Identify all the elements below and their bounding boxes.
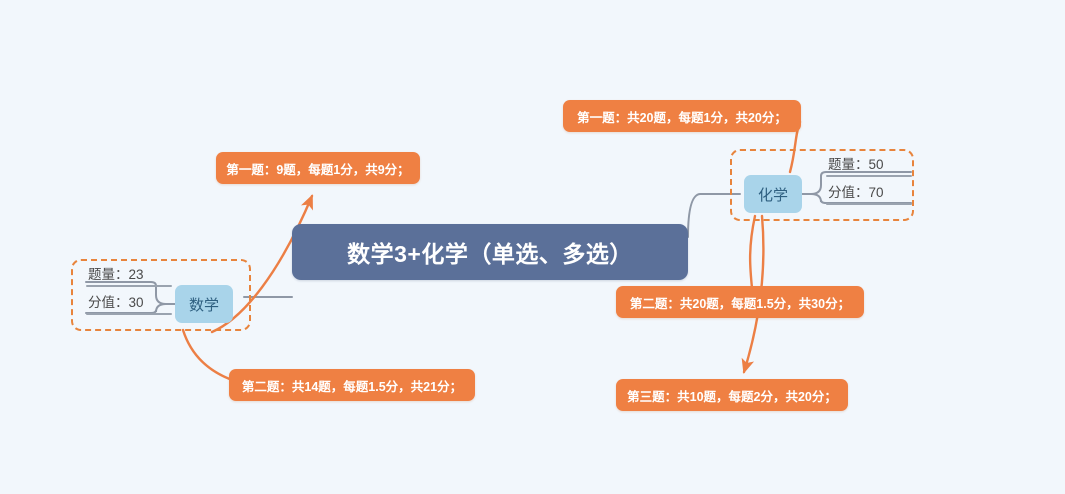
stat-math-score-label: 分值：30	[88, 295, 144, 310]
stat-underline	[86, 313, 172, 315]
callout-chemistry-question-3[interactable]: 第三题：共10题，每题2分，共20分；	[616, 379, 848, 411]
callout-math-question-1-text: 第一题：9题，每题1分，共9分；	[226, 162, 410, 177]
stat-underline	[826, 175, 912, 177]
callout-chemistry-question-1-text: 第一题：共20题，每题1分，共20分；	[577, 110, 787, 125]
callout-math-question-1[interactable]: 第一题：9题，每题1分，共9分；	[216, 152, 420, 184]
callout-chemistry-question-2-text: 第二题：共20题，每题1.5分，共30分；	[629, 296, 851, 311]
stat-math-question-count[interactable]: 题量：23	[86, 266, 172, 287]
subject-node-math[interactable]: 数学	[175, 285, 233, 323]
subject-node-math-label: 数学	[188, 296, 219, 314]
stat-underline	[86, 285, 172, 287]
callout-chemistry-question-2[interactable]: 第二题：共20题，每题1.5分，共30分；	[616, 286, 864, 318]
group-frame-chemistry	[730, 149, 914, 221]
stat-underline	[826, 203, 912, 205]
callout-math-question-2[interactable]: 第二题：共14题，每题1.5分，共21分；	[229, 369, 475, 401]
subject-node-chemistry[interactable]: 化学	[744, 175, 802, 213]
stat-math-question-count-label: 题量：23	[88, 267, 144, 282]
stat-math-score[interactable]: 分值：30	[86, 294, 172, 315]
connector-chem-to-callout-2	[748, 214, 757, 290]
stat-chemistry-score-label: 分值：70	[828, 185, 884, 200]
callout-chemistry-question-1[interactable]: 第一题：共20题，每题1分，共20分；	[563, 100, 801, 132]
callout-chemistry-question-3-text: 第三题：共10题，每题2分，共20分；	[627, 389, 837, 404]
stat-chemistry-question-count[interactable]: 题量：50	[826, 156, 912, 177]
stat-chemistry-question-count-label: 题量：50	[828, 157, 884, 172]
subject-node-chemistry-label: 化学	[757, 186, 788, 204]
root-node-label: 数学3+化学（单选、多选）	[347, 241, 633, 267]
callout-math-question-2-text: 第二题：共14题，每题1.5分，共21分；	[241, 379, 463, 394]
stat-chemistry-score[interactable]: 分值：70	[826, 184, 912, 205]
root-node[interactable]: 数学3+化学（单选、多选）	[292, 224, 688, 280]
